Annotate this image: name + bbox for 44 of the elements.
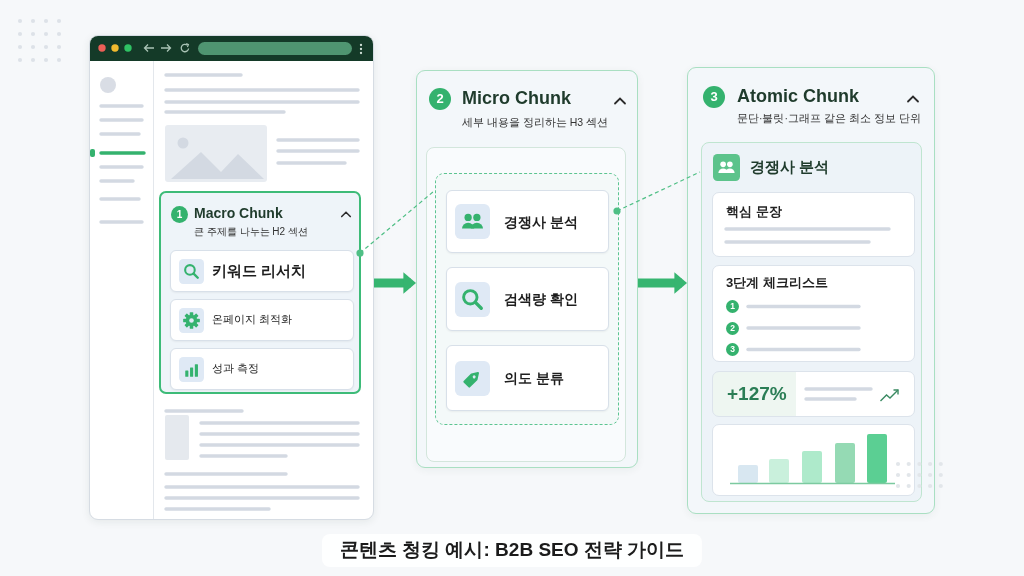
item-label: 온페이지 최적화 — [212, 313, 293, 327]
item-label: 키워드 리서치 — [212, 262, 307, 280]
list-item-card — [446, 345, 609, 411]
dashed-connector — [613, 171, 701, 215]
content-panel — [426, 147, 626, 462]
panel-subtitle: 문단·불릿·그래프 같은 최소 정보 단위 — [737, 112, 921, 125]
stat-value: +127% — [727, 382, 787, 406]
list-item-card — [170, 348, 354, 390]
checklist-card — [712, 265, 915, 362]
list-item-card — [446, 267, 609, 331]
dashed-connector — [356, 191, 434, 257]
section-panel — [687, 67, 935, 514]
item-label: 경쟁사 분석 — [504, 213, 578, 230]
step-number: 2 — [429, 88, 451, 110]
card-title: 경쟁사 분석 — [750, 158, 830, 176]
browser-window — [89, 35, 374, 520]
step-number: 1 — [726, 300, 739, 313]
content-card — [712, 192, 915, 257]
card-title: 핵심 문장 — [726, 204, 782, 220]
stat-card — [712, 371, 915, 417]
list-item-card — [170, 299, 354, 341]
panel-subtitle: 큰 주제를 나누는 H2 섹션 — [194, 226, 308, 238]
step-number: 1 — [171, 206, 188, 223]
step-number: 3 — [726, 343, 739, 356]
panel-title: Atomic Chunk — [737, 86, 859, 108]
item-label: 성과 측정 — [212, 362, 260, 376]
panel-title: Macro Chunk — [194, 205, 283, 222]
list-item-card — [446, 190, 609, 253]
item-label: 의도 분류 — [504, 369, 564, 387]
content-card — [701, 142, 922, 502]
step-number: 2 — [726, 321, 739, 335]
arrow — [638, 272, 687, 294]
chart-card — [712, 424, 915, 496]
section-panel — [159, 191, 361, 394]
caption: 콘텐츠 청킹 예시: B2B SEO 전략 가이드 — [321, 534, 703, 567]
arrow — [374, 272, 416, 294]
section-panel — [416, 70, 638, 468]
panel-subtitle: 세부 내용을 정리하는 H3 섹션 — [462, 116, 609, 129]
step-number: 3 — [703, 86, 725, 108]
dashed-selection-box — [435, 173, 619, 425]
item-label: 검색량 확인 — [504, 290, 578, 308]
card-title: 3단계 체크리스트 — [726, 275, 828, 291]
panel-title: Micro Chunk — [462, 88, 571, 110]
list-item-card — [170, 250, 354, 292]
